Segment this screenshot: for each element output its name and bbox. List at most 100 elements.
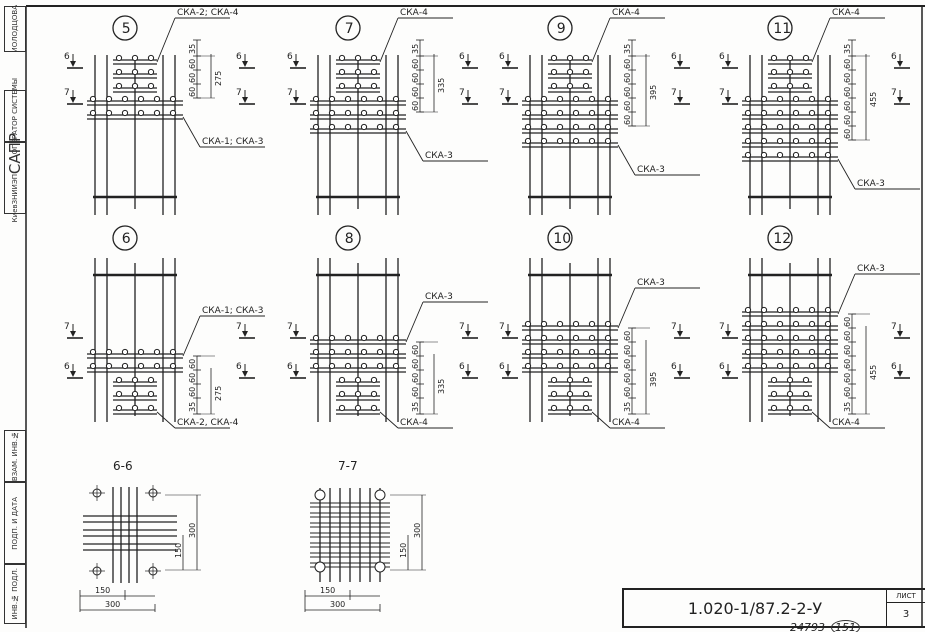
total-dimension: 275 xyxy=(214,386,223,401)
dimension-value: 60 xyxy=(188,73,197,83)
leader-line xyxy=(379,411,399,429)
rebar-node xyxy=(770,54,778,62)
section-arrowhead xyxy=(293,61,299,67)
section-arrowhead xyxy=(70,371,76,377)
section-arrowhead xyxy=(293,331,299,337)
rebar-node xyxy=(604,109,612,117)
section-label: 7 xyxy=(287,322,293,332)
rebar-node xyxy=(582,376,590,384)
dimension-value: 60 xyxy=(843,373,852,383)
rebar-node xyxy=(312,95,320,103)
rebar-node xyxy=(360,95,368,103)
rebar-node xyxy=(760,320,768,328)
rebar-node xyxy=(744,348,752,356)
dimension-value: 60 xyxy=(623,373,632,383)
leader-line xyxy=(837,158,856,190)
dimension-value: 35 xyxy=(623,44,632,54)
rebar-node xyxy=(556,320,564,328)
rebar-node xyxy=(169,109,177,117)
rebar-node xyxy=(792,123,800,131)
rebar-node xyxy=(121,348,129,356)
rebar-node xyxy=(524,348,532,356)
rebar-node xyxy=(744,109,752,117)
rebar-node xyxy=(824,306,832,314)
rebar-node xyxy=(550,54,558,62)
rebar-node xyxy=(760,109,768,117)
rebar-node xyxy=(147,82,155,90)
rebar-node xyxy=(131,82,139,90)
section-arrowhead xyxy=(465,61,471,67)
rebar-node xyxy=(115,390,123,398)
label-main-cage: СКА-1; СКА-3 xyxy=(202,137,264,147)
rebar-node xyxy=(392,109,400,117)
view-number: 9 xyxy=(557,21,566,37)
section-label: 7 xyxy=(287,88,293,98)
rebar-node xyxy=(760,137,768,145)
rebar-node xyxy=(588,95,596,103)
dimension-value: 60 xyxy=(623,331,632,341)
rebar-node xyxy=(354,404,362,412)
section-label: 7 xyxy=(459,88,465,98)
rebar-node xyxy=(147,376,155,384)
dimension-value: 35 xyxy=(188,44,197,54)
rebar-node xyxy=(115,376,123,384)
rebar-node xyxy=(572,123,580,131)
rebar-node xyxy=(744,334,752,342)
rebar-node xyxy=(344,334,352,342)
rebar-node xyxy=(131,68,139,76)
rebar-node xyxy=(550,82,558,90)
view-number-circle xyxy=(112,225,138,251)
dimension-value: 60 xyxy=(411,359,420,369)
rebar-node xyxy=(588,320,596,328)
org-short-text: САПР xyxy=(6,133,24,175)
rebar-node xyxy=(392,123,400,131)
rebar-node xyxy=(604,137,612,145)
rebar-node xyxy=(572,334,580,342)
section-label: 7 xyxy=(64,322,70,332)
rebar-node xyxy=(582,404,590,412)
total-dimension: 455 xyxy=(869,365,878,380)
view-number-circle xyxy=(767,225,793,251)
rebar-node xyxy=(392,95,400,103)
rebar-node xyxy=(572,137,580,145)
dimension-value: 60 xyxy=(843,331,852,341)
rebar-node xyxy=(328,123,336,131)
section-label: 7 xyxy=(719,88,725,98)
view-number-circle xyxy=(767,15,793,41)
dimension-value: 60 xyxy=(843,359,852,369)
rebar-node xyxy=(550,376,558,384)
rebar-node xyxy=(572,320,580,328)
label-main-cage: СКА-1; СКА-3 xyxy=(202,306,264,316)
rebar-node xyxy=(808,151,816,159)
section-arrowhead xyxy=(70,61,76,67)
dimension-value: 60 xyxy=(623,73,632,83)
rebar-node xyxy=(137,362,145,370)
section-label: 6 xyxy=(236,52,242,62)
leader-line xyxy=(156,411,176,429)
section-title: 6-6 xyxy=(113,459,133,473)
section-label: 7 xyxy=(236,88,242,98)
rebar-node xyxy=(604,123,612,131)
dimension-value: 35 xyxy=(411,402,420,412)
view-number: 5 xyxy=(122,21,131,37)
rebar-node xyxy=(370,68,378,76)
leader-line xyxy=(156,17,176,63)
rebar-node xyxy=(802,390,810,398)
section-arrowhead xyxy=(70,97,76,103)
section-arrowhead xyxy=(677,331,683,337)
archive-number: 24793 xyxy=(790,621,825,632)
total-dimension: 395 xyxy=(649,85,658,100)
section-arrowhead xyxy=(505,61,511,67)
rebar-node xyxy=(776,334,784,342)
dimension-small-horizontal: 150 xyxy=(95,586,110,595)
rebar-node xyxy=(354,390,362,398)
section-arrowhead xyxy=(465,331,471,337)
total-dimension: 335 xyxy=(437,379,446,394)
label-short-cage: СКА-4 xyxy=(612,418,640,428)
section-label: 7 xyxy=(719,322,725,332)
rebar-node xyxy=(540,320,548,328)
